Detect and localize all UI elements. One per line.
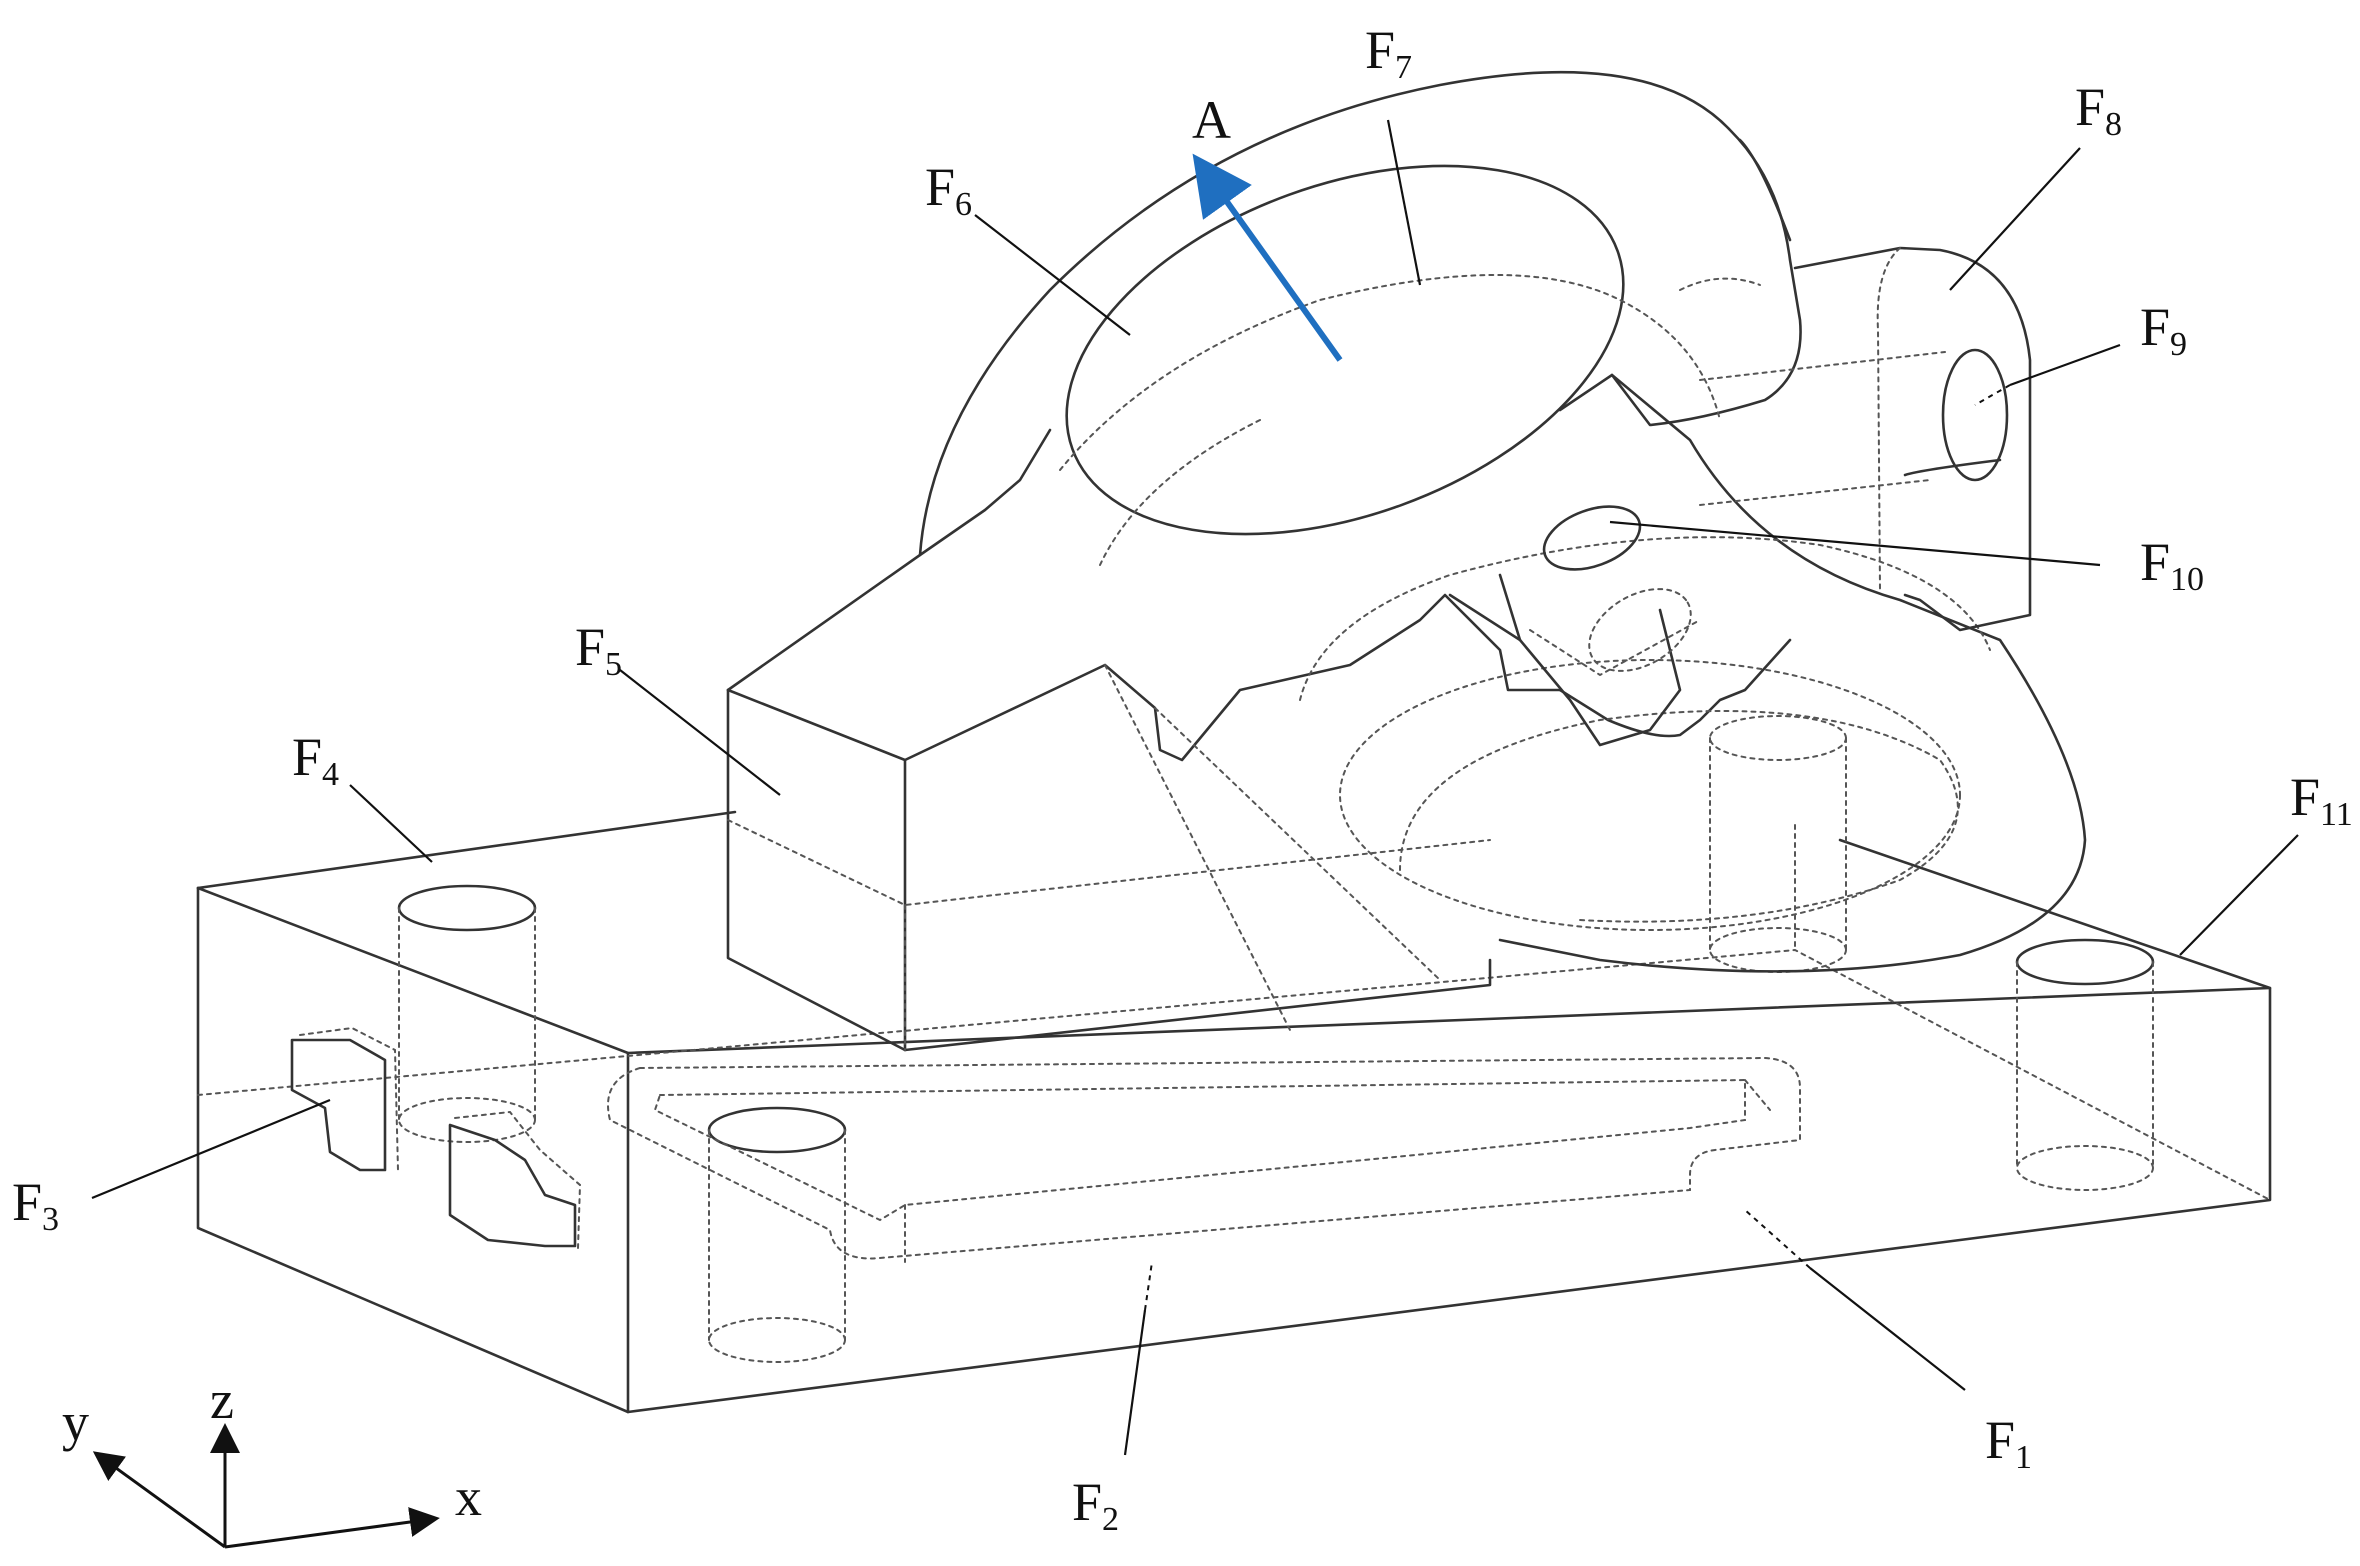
feature-labels: F6 F7 F8 F9 F10 F5 F4 F3 F11 F1 F2 xyxy=(12,20,2353,1538)
label-f1: F1 xyxy=(1985,1410,2032,1476)
y-axis-arrow xyxy=(92,1451,226,1549)
bore-f9 xyxy=(1941,348,2009,482)
label-f8: F8 xyxy=(2075,77,2122,143)
boss-f10 xyxy=(1448,505,1692,747)
direction-label-a: A xyxy=(1192,90,1231,150)
boss-f5 xyxy=(726,428,1562,1052)
leader-f6 xyxy=(974,214,1131,336)
x-axis-arrow xyxy=(224,1507,440,1549)
z-axis-label: z xyxy=(210,1370,234,1430)
leader-f11 xyxy=(2179,834,2299,956)
label-f5: F5 xyxy=(575,617,622,683)
y-axis-label: y xyxy=(62,1392,89,1452)
label-f3: F3 xyxy=(12,1172,59,1238)
label-f2: F2 xyxy=(1072,1472,1119,1538)
direction-arrow-a xyxy=(1192,153,1343,362)
hole-f11-top xyxy=(2015,938,2155,986)
axis-triad: z x y xyxy=(62,1370,482,1549)
hole-front-top xyxy=(707,1106,847,1154)
side-boss-f8-f9 xyxy=(1679,246,2032,632)
leader-f7 xyxy=(1386,119,1422,286)
leader-f4 xyxy=(349,784,433,863)
leaders xyxy=(91,119,2299,1456)
leader-f10 xyxy=(1609,520,2101,567)
label-f7: F7 xyxy=(1365,20,1412,86)
leader-f9 xyxy=(2009,343,2121,387)
leader-f2 xyxy=(1123,1309,1147,1456)
pockets-f3 xyxy=(290,1026,582,1249)
leader-f5 xyxy=(619,669,781,796)
slot-f2 xyxy=(607,1056,1801,1263)
bore-f7 xyxy=(1065,164,1625,536)
flange-f6-f7 xyxy=(918,70,2087,973)
leader-f8 xyxy=(1949,147,2081,291)
label-f10: F10 xyxy=(2140,532,2204,598)
base-plate xyxy=(196,810,2272,1414)
label-f11: F11 xyxy=(2290,767,2353,833)
label-f9: F9 xyxy=(2140,297,2187,363)
leader-f1 xyxy=(1809,1267,1966,1391)
x-axis-label: x xyxy=(455,1467,482,1527)
label-f6: F6 xyxy=(925,157,972,223)
leader-f3 xyxy=(91,1098,331,1200)
label-f4: F4 xyxy=(292,727,339,793)
through-holes xyxy=(397,715,2155,1363)
hole-f4-top xyxy=(397,884,537,932)
